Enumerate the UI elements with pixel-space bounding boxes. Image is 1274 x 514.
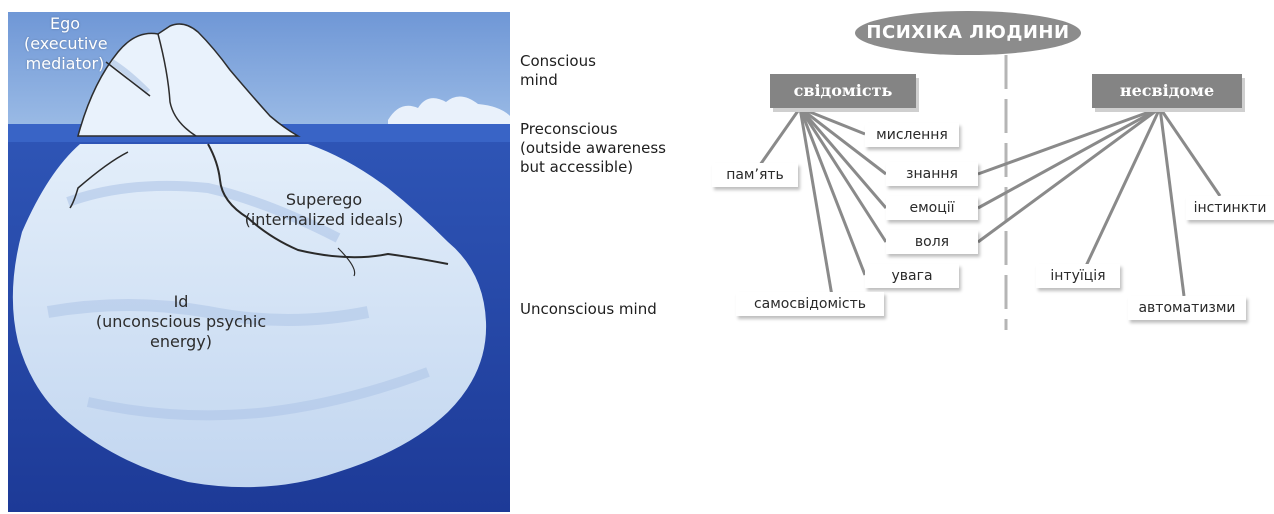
id-desc-line2: energy) [86,332,276,352]
superego-label: Superego (internalized ideals) [236,190,412,230]
superego-desc: (internalized ideals) [236,210,412,230]
term-instincts: інстинкти [1186,196,1274,220]
id-desc-line1: (unconscious psychic [86,312,276,332]
ego-desc-line2: mediator) [24,54,106,74]
superego-title: Superego [236,190,412,210]
term-self-awareness: самосвідомість [736,292,884,316]
diagram-title: ПСИХІКА ЛЮДИНИ [855,11,1081,55]
id-label: Id (unconscious psychic energy) [86,292,276,352]
ego-desc-line1: (executive [24,34,106,54]
unconscious-mind-label: Unconscious mind [520,300,657,319]
term-memory: пам’ять [712,163,798,187]
term-intuition: інтуїція [1036,264,1120,288]
term-knowledge: знання [886,162,978,186]
psyche-diagram: ПСИХІКА ЛЮДИНИ свідомість несвідоме мисл… [700,0,1274,340]
iceberg-svg [8,12,510,512]
preconscious-label: Preconscious (outside awareness but acce… [520,120,666,177]
term-emotions: емоції [886,196,978,220]
conscious-mind-label: Conscious mind [520,52,596,90]
unconscious-box: несвідоме [1092,74,1242,108]
term-will: воля [886,230,978,254]
id-title: Id [86,292,276,312]
ego-label: Ego (executive mediator) [24,14,106,74]
ego-title: Ego [24,14,106,34]
conscious-box: свідомість [770,74,916,108]
term-automatisms: автоматизми [1128,296,1246,320]
term-attention: увага [865,264,959,288]
term-thinking: мислення [865,123,959,147]
iceberg-illustration: Ego (executive mediator) Superego (inter… [8,12,510,512]
